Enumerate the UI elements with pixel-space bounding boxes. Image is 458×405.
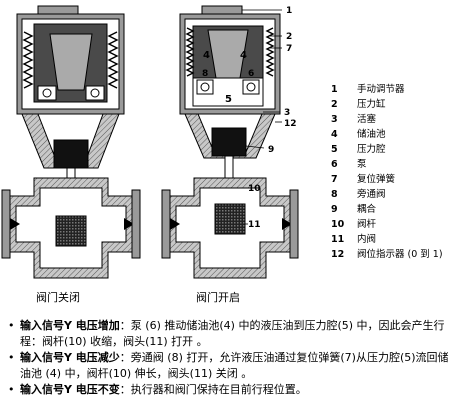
callout-4a: 4 bbox=[203, 50, 210, 61]
bullet-icon: • bbox=[8, 383, 15, 396]
callout-5: 5 bbox=[225, 94, 232, 105]
callout-1: 1 bbox=[286, 6, 292, 16]
actuator-open bbox=[161, 5, 299, 279]
actuator-closed bbox=[1, 5, 141, 279]
description-list: • 输入信号Y 电压增加：泵 (6) 推动储油池(4) 中的液压油到压力腔(5)… bbox=[6, 318, 454, 398]
caption-valve-closed: 阀门关闭 bbox=[36, 291, 80, 304]
list-item: • 输入信号Y 电压增加：泵 (6) 推动储油池(4) 中的液压油到压力腔(5)… bbox=[8, 319, 445, 348]
bullet-icon: • bbox=[8, 351, 15, 364]
callout-12: 12 bbox=[284, 119, 297, 129]
valve-actuator-diagram: 1 2 7 3 12 9 10 11 4 4 5 8 6 bbox=[1, 5, 299, 279]
callout-9: 9 bbox=[268, 145, 274, 155]
caption-valve-open: 阀门开启 bbox=[196, 291, 240, 304]
callout-7: 7 bbox=[286, 44, 292, 54]
callout-3: 3 bbox=[284, 108, 290, 118]
callout-10: 10 bbox=[248, 184, 261, 194]
callout-6: 6 bbox=[248, 69, 254, 79]
callout-2: 2 bbox=[286, 32, 292, 42]
callout-4b: 4 bbox=[240, 50, 247, 61]
bullet-icon: • bbox=[8, 319, 15, 332]
list-item: • 输入信号Y 电压减少：旁通阀 (8) 打开，允许液压油通过复位弹簧(7)从压… bbox=[8, 351, 449, 380]
callout-8: 8 bbox=[202, 69, 208, 79]
list-item: • 输入信号Y 电压不变：执行器和阀门保持在目前行程位置。 bbox=[8, 383, 307, 396]
callout-leaders bbox=[233, 9, 282, 225]
callout-11: 11 bbox=[248, 220, 261, 230]
